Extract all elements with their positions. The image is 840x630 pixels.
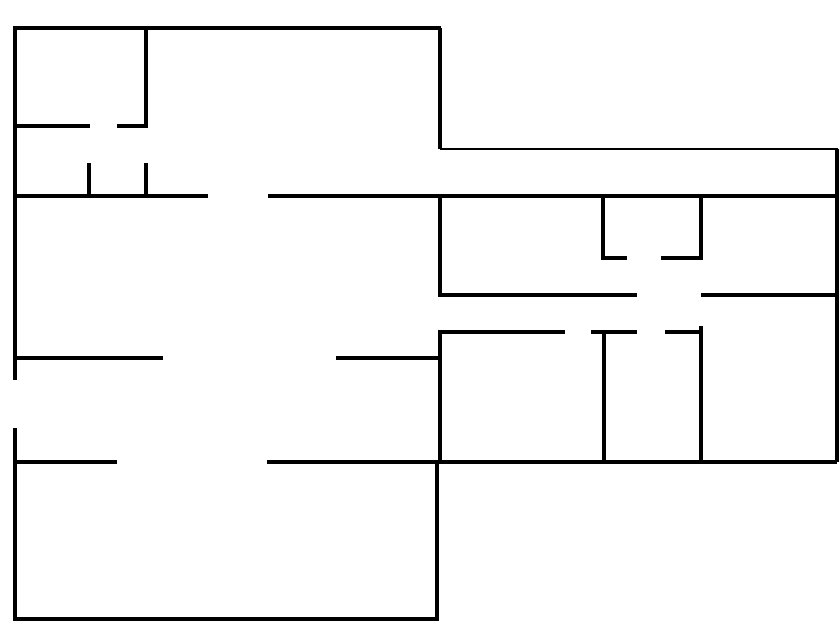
right-wing-walls <box>438 196 837 297</box>
horizontal-divider-walls <box>15 194 837 464</box>
right-wing-lower-rooms <box>438 326 703 464</box>
top-left-room-walls <box>15 28 148 196</box>
outer-walls <box>13 26 839 621</box>
